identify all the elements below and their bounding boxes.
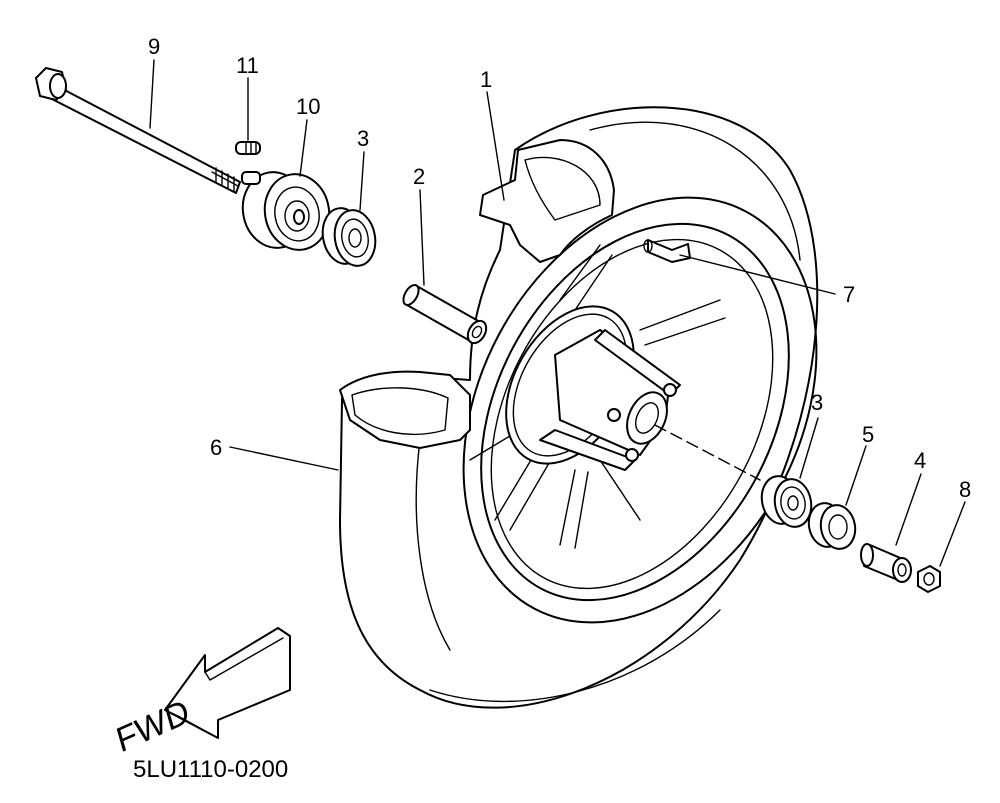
rim-inner xyxy=(480,222,790,602)
callout-4: 4 xyxy=(914,448,926,473)
tread-line xyxy=(429,609,721,703)
oil-seal xyxy=(807,502,857,550)
callout-1: 1 xyxy=(480,67,492,92)
axis-line xyxy=(654,424,761,481)
hub-rib xyxy=(594,329,681,396)
callout-5: 5 xyxy=(862,422,874,447)
callout-3-right: 3 xyxy=(811,390,823,415)
diagram-code: 5LU1110-0200 xyxy=(133,756,288,783)
screw xyxy=(235,141,261,155)
hub-bore xyxy=(626,391,668,445)
tire-section-bottom xyxy=(339,370,471,449)
bearing-left xyxy=(321,207,377,267)
callout-10: 10 xyxy=(296,94,320,119)
fwd-arrow-shape xyxy=(164,627,291,739)
axle xyxy=(35,67,241,194)
tire-section-bottom-inner xyxy=(351,387,449,436)
tread-line xyxy=(415,439,451,651)
callout-9: 9 xyxy=(148,34,160,59)
rim-lip xyxy=(490,238,774,590)
tire-section-top xyxy=(479,139,615,263)
spacer xyxy=(402,284,488,345)
callout-8: 8 xyxy=(959,477,971,502)
hub-hole xyxy=(607,408,621,422)
tire-section-top-inner xyxy=(524,156,601,221)
callout-6: 6 xyxy=(210,435,222,460)
callout-2: 2 xyxy=(413,164,425,189)
bearing-right xyxy=(760,475,813,528)
hub-hole xyxy=(663,383,677,397)
fwd-arrow-edge xyxy=(204,637,284,681)
tread-line xyxy=(589,121,801,261)
nut xyxy=(917,565,941,593)
collar xyxy=(860,543,912,583)
fwd-arrow-edge xyxy=(164,709,219,739)
hub-bore-inner xyxy=(634,402,660,434)
callout-3-left: 3 xyxy=(357,126,369,151)
leader-lines xyxy=(149,59,966,567)
fwd-arrow: FWD xyxy=(112,627,291,760)
hub-hole xyxy=(625,448,639,462)
tire-and-wheel xyxy=(339,106,819,709)
gear-unit xyxy=(241,171,331,251)
callout-11: 11 xyxy=(236,53,259,78)
callout-7: 7 xyxy=(843,282,855,307)
fwd-label: FWD xyxy=(112,692,193,760)
